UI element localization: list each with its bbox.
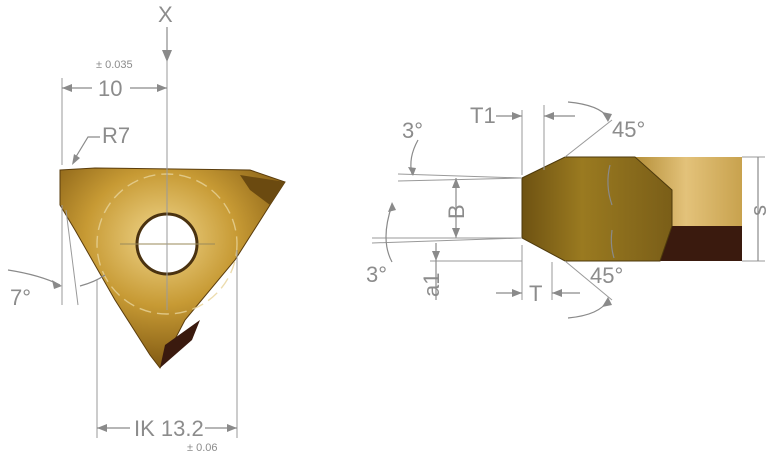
b-dimension: B [444,178,469,238]
tolerance-bottom: ± 0.06 [187,442,218,454]
tolerance-top: ± 0.035 [96,59,133,71]
relief-angle: 7° [7,205,106,310]
s-dimension: s [742,156,767,262]
insert-tip-shadow [160,320,200,368]
bottom-small-angle: 3° [366,202,523,287]
b-label: B [444,204,469,219]
bottom-chamfer-angle: 45° [564,229,623,319]
angle-label-top-large: 45° [612,117,645,142]
insert-edge-shadow [240,175,285,205]
shank-shadow [660,226,742,261]
radius-callout: R7 [72,123,130,165]
inscribed-circle-dimension: IK 13.2 ± 0.06 [96,250,238,454]
radius-label: R7 [102,123,130,148]
x-label: X [158,2,173,27]
width-value: 10 [98,76,122,101]
t-label: T [529,281,542,306]
width-dimension: 10 [61,76,167,165]
a1-dimension: a1 [419,243,522,300]
angle-label-bottom-large: 45° [590,263,623,288]
s-label: s [746,205,767,216]
angle-label-left: 7° [10,285,31,310]
x-axis-marker: X ± 0.035 [96,2,173,71]
t-dimension: T [496,245,580,306]
angle-label-top-small: 3° [402,118,423,143]
insert-side-view [521,156,742,262]
a1-label: a1 [419,273,444,297]
top-chamfer-angle: 45° [564,101,645,206]
ik-label: IK 13.2 [134,416,204,441]
angle-label-bottom-small: 3° [366,262,387,287]
t1-label: T1 [470,103,496,128]
top-small-angle: 3° [397,118,523,182]
profile-tip [521,156,673,262]
insert-top-view [59,60,286,369]
t1-dimension: T1 [470,103,575,175]
